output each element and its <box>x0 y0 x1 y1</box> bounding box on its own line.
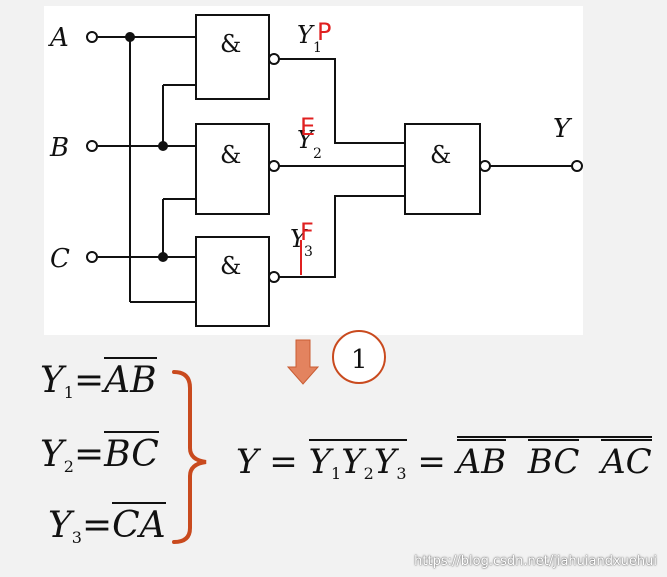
bubble-3 <box>268 271 280 283</box>
terminal-y <box>571 160 583 172</box>
down-arrow-icon <box>286 339 320 385</box>
label-input-c: C <box>50 244 70 274</box>
terminal-a <box>86 31 98 43</box>
label-y3-sub: 3 <box>304 244 313 260</box>
equation-y3-rhs: CA <box>112 502 166 546</box>
annotation-p: P <box>317 18 331 46</box>
bubble-1 <box>268 53 280 65</box>
label-y1-sub: 1 <box>313 40 322 56</box>
gate-3-symbol: & <box>220 252 241 280</box>
equation-y2-rhs: BC <box>104 431 159 475</box>
gate-1-symbol: & <box>220 30 241 58</box>
brace-icon <box>172 370 207 544</box>
label-y2-letter: Y <box>297 126 315 154</box>
watermark: https://blog.csdn.net/jiahuiandxuehui <box>414 554 657 569</box>
gate-2-symbol: & <box>220 141 241 169</box>
result-factor-ac: AC <box>601 439 652 482</box>
circuit-panel <box>44 6 583 335</box>
nand-gate-2 <box>195 123 270 215</box>
step-circle <box>332 330 386 384</box>
wire-y3 <box>279 195 405 278</box>
nand-gate-3 <box>195 236 270 327</box>
gate-out-symbol: & <box>430 141 451 169</box>
result-factor-ab: AB <box>456 439 507 482</box>
label-output-y: Y <box>553 114 573 144</box>
terminal-c <box>86 251 98 263</box>
nand-gate-out <box>404 123 481 215</box>
label-input-a: A <box>48 23 69 53</box>
junction-a <box>125 32 135 42</box>
equation-y1-rhs: AB <box>104 357 157 401</box>
wire-y1 <box>279 58 405 144</box>
bubble-2 <box>268 160 280 172</box>
result-factor-bc: BC <box>527 439 580 482</box>
result-nand-term: Y1Y2Y3 <box>308 439 407 483</box>
equation-y1: Y1=AB <box>40 357 157 402</box>
bubble-out <box>479 160 491 172</box>
junction-b <box>158 141 168 151</box>
label-y2-sub: 2 <box>313 146 322 162</box>
label-y1-letter: Y <box>297 21 315 49</box>
equation-y3: Y3=CA <box>48 502 166 547</box>
result-equation: Y = Y1Y2Y3 = AB BC AC <box>236 436 652 483</box>
label-y3-letter: Y <box>290 225 308 253</box>
label-input-b: B <box>49 133 69 163</box>
step-number: 1 <box>351 345 368 375</box>
terminal-b <box>86 140 98 152</box>
equation-y2: Y2=BC <box>40 431 159 476</box>
annotation-e: E <box>300 113 315 141</box>
result-outer-bar: AB BC AC <box>456 436 652 482</box>
annotation-f: F <box>300 218 314 246</box>
junction-c <box>158 252 168 262</box>
